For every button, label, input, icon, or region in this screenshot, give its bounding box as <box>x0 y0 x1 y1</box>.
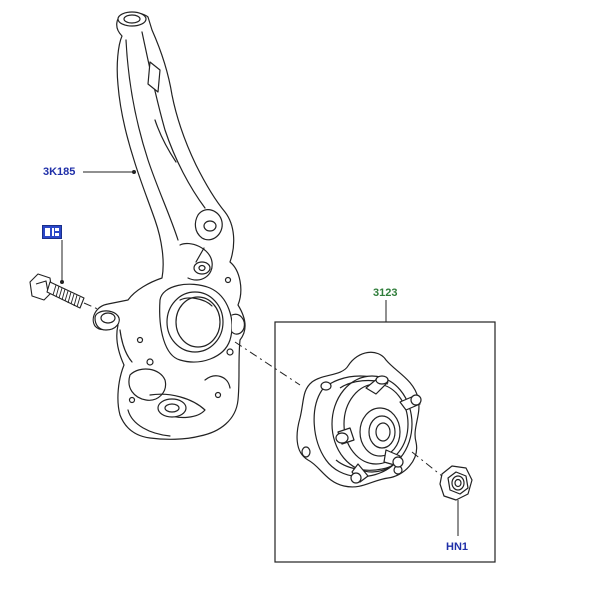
steering-knuckle[interactable] <box>92 11 246 440</box>
callout-knuckle[interactable]: 3K185 <box>43 166 76 178</box>
leader-lines <box>60 170 459 536</box>
callout-nut[interactable]: HN1 <box>446 541 469 553</box>
callout-hub-assembly[interactable]: 3123 <box>373 287 398 299</box>
parts-tag-icon[interactable] <box>42 225 62 239</box>
wheel-hub-bearing[interactable] <box>296 351 422 488</box>
assembly-axis-lines <box>83 302 443 477</box>
hub-nut[interactable] <box>439 465 473 501</box>
mounting-bolt[interactable] <box>29 273 85 309</box>
hub-assembly-frame <box>274 321 496 563</box>
